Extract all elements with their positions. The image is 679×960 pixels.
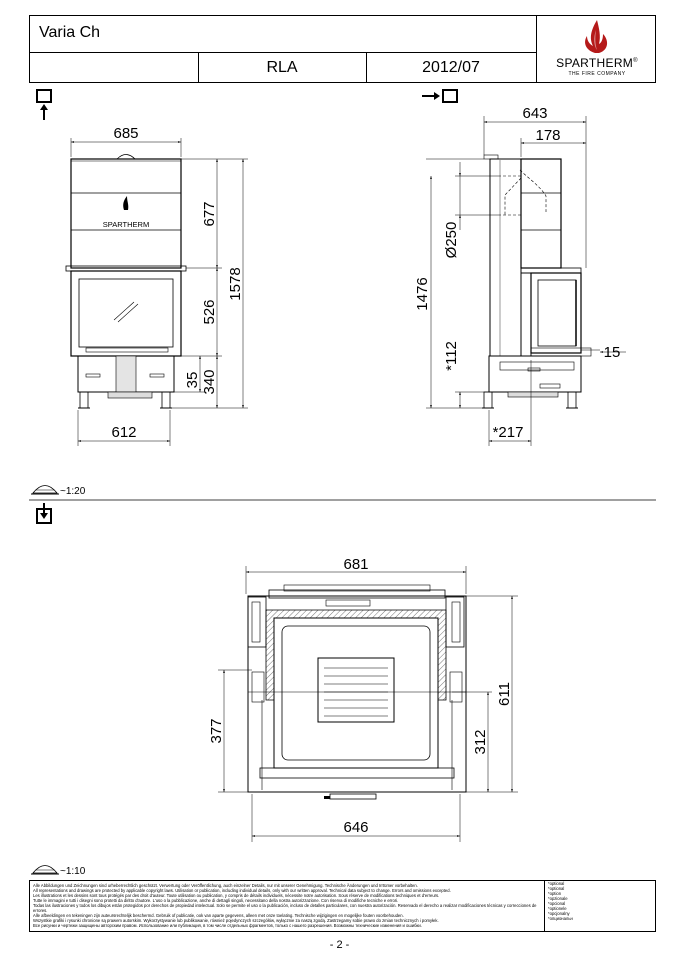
dim-685: 685 (113, 125, 138, 142)
scale-icon-top (31, 485, 59, 495)
legal-line: Les illustrations et les dessins sont to… (33, 893, 440, 898)
scale-bottom-label: ~1:10 (60, 866, 86, 877)
option-label: *opcional (548, 901, 566, 906)
dim-312: 312 (472, 729, 489, 754)
legal-options: *optional *optional *option *opzionale *… (544, 881, 653, 931)
dim-112: *112 (443, 341, 460, 371)
dim-178: 178 (535, 127, 560, 144)
plan-view: 681 611 312 377 646 (208, 556, 518, 842)
front-view: SPARTHERM 685 677 526 (65, 125, 248, 446)
legal-line: Alle Abbildungen und Zeichnungen sind ur… (33, 883, 418, 888)
option-label: *optional (548, 886, 565, 891)
legal-line: Все рисунки и чертежи защищены авторским… (33, 923, 422, 928)
side-view-icon (422, 89, 458, 103)
legal-line: Todas las ilustraciones y todos los dibu… (33, 903, 537, 913)
variant-cell: RLA (198, 52, 367, 83)
dim-217: *217 (493, 424, 524, 441)
option-label: *optionele (548, 906, 567, 911)
brand-tagline: THE FIRE COMPANY (568, 71, 626, 77)
dim-1578: 1578 (227, 267, 244, 300)
dim-681: 681 (343, 556, 368, 573)
brand-name: SPARTHERM® (556, 56, 638, 70)
dim-611: 611 (496, 682, 513, 706)
option-label: *опциональн (548, 916, 573, 921)
legal-notice: Alle Abbildungen und Zeichnungen sind ur… (29, 880, 656, 932)
dim-35: 35 (184, 372, 201, 389)
option-label: *opcjonalny (548, 911, 570, 916)
option-label: *option (548, 891, 562, 896)
title-block: Varia Ch RLA 2012/07 SPARTHERM® THE FIRE… (29, 15, 656, 83)
dim-1476: 1476 (414, 277, 431, 310)
technical-drawing: SPARTHERM 685 677 526 (29, 89, 656, 877)
side-view: 643 178 Ø250 1476 *112 15 *217 (414, 105, 626, 446)
dim-526: 526 (201, 299, 218, 324)
option-label: *opzionale (548, 896, 568, 901)
option-label: *optional (548, 881, 565, 886)
plan-view-icon (36, 503, 52, 524)
legal-line: Wszystkie grafiki i rysunki chronione są… (33, 918, 439, 923)
page-number: - 2 - (329, 939, 350, 951)
dim-612: 612 (111, 424, 136, 441)
front-logo-text: SPARTHERM (103, 220, 149, 229)
dim-diameter-250: Ø250 (443, 222, 460, 259)
dim-643: 643 (522, 105, 547, 122)
legal-line: All representations and drawings are pro… (33, 888, 451, 893)
front-view-icon (36, 89, 52, 120)
brand-logo: SPARTHERM® THE FIRE COMPANY (536, 16, 657, 83)
date-cell: 2012/07 (422, 59, 480, 76)
empty-cell (30, 52, 199, 83)
dim-677: 677 (201, 201, 218, 226)
flame-icon (585, 20, 608, 53)
legal-text: Alle Abbildungen und Zeichnungen sind ur… (33, 883, 541, 928)
legal-line: Alle afbeeldingen en tekeningen zijn aut… (33, 913, 404, 918)
dim-15: 15 (604, 344, 621, 361)
model-name: Varia Ch (39, 24, 101, 41)
dim-646: 646 (343, 819, 368, 836)
title-row: Varia Ch (30, 16, 536, 53)
dim-377: 377 (208, 718, 225, 743)
dim-340: 340 (201, 369, 218, 394)
scale-top-label: ~1:20 (60, 486, 86, 497)
legal-line: Tutte le immagini e tutti i disegni sono… (33, 898, 399, 903)
scale-icon-bottom (31, 865, 59, 875)
